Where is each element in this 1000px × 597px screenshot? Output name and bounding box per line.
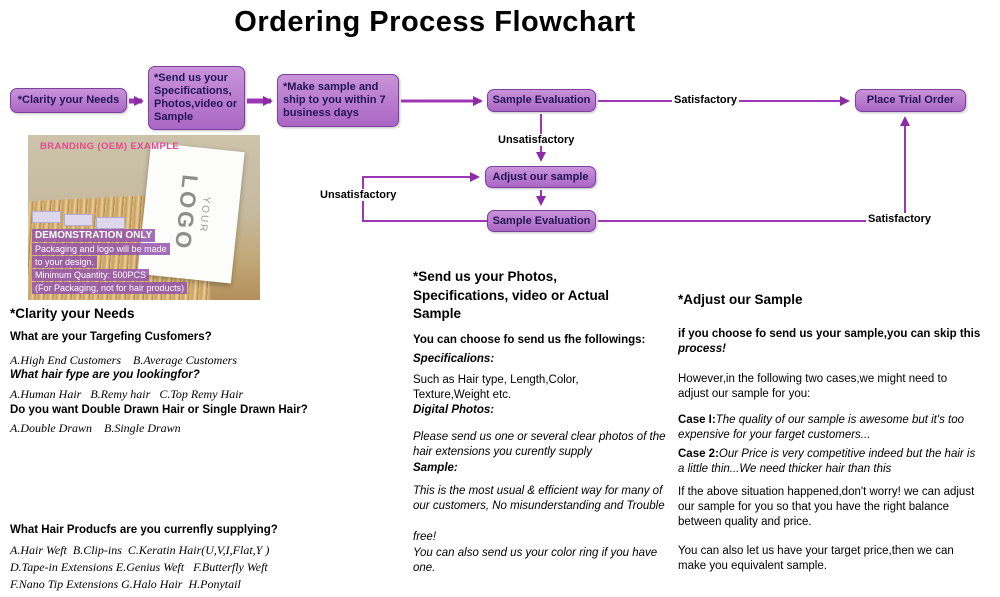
caption-line: Minimum Quantity: 500PCS <box>32 269 150 281</box>
adjust-case1-text: The quality of our sample is awesome but… <box>678 414 968 441</box>
clarity-answer-2: A.Human Hair B.Remy hair C.Top Remy Hair <box>10 387 244 401</box>
edge-label-satisfactory-bottom: Satisfactory <box>866 213 933 225</box>
clarity-question-3: Do you want Double Drawn Hair or Single … <box>10 404 308 416</box>
adjust-skip-text: if you choose fo send us your sample,you… <box>678 327 1000 357</box>
adjust-case2: Case 2:Our Price is very competitive ind… <box>678 447 980 477</box>
clarity-answer-4-line2: D.Tape-in Extensions E.Genius Weft F.But… <box>10 560 268 574</box>
adjust-case2-label: Case 2: <box>678 448 719 460</box>
caption-line: (For Packaging, not for hair products) <box>32 282 188 294</box>
send-specifications-label: Specificalions: <box>413 353 495 365</box>
tape-in-tab <box>64 214 93 226</box>
edge-label-satisfactory-top: Satisfactory <box>672 94 739 106</box>
flow-node-adjust-sample: Adjust our sample <box>485 166 596 188</box>
flow-node-sample-evaluation-2: Sample Evaluation <box>487 210 596 232</box>
send-sample-note: free! <box>413 531 437 543</box>
send-digital-photos-text: Please send us one or several clear phot… <box>413 431 669 458</box>
adjust-however-text: However,in the following two cases,we mi… <box>678 373 951 400</box>
adjust-case1: Case I:The quality of our sample is awes… <box>678 413 980 443</box>
adjust-section-heading: *Adjust our Sample <box>678 292 803 307</box>
adjust-skip-part1: if you choose fo send us your sample,you… <box>678 328 984 340</box>
flow-node-make-sample: *Make sample and ship to you within 7 bu… <box>277 74 399 127</box>
line-eval2-to-place-order <box>598 116 910 222</box>
branding-oem-label: BRANDING (OEM) EXAMPLE <box>40 141 180 152</box>
adjust-case1-label: Case I: <box>678 414 716 426</box>
branding-example-image: YOUR LOGO BRANDING (OEM) EXAMPLE DEMONST… <box>28 135 260 300</box>
send-digital-photos-label: Digital Photos: <box>413 404 495 416</box>
edge-label-unsatisfactory-mid: Unsatisfactory <box>496 134 577 146</box>
adjust-outro2: You can also let us have your target pri… <box>678 545 957 572</box>
clarity-question-2: What hair fype are you lookingfor? <box>10 369 200 381</box>
send-section-heading: *Send us your Photos, Specifications, vi… <box>413 269 613 321</box>
tape-in-tab <box>96 217 125 229</box>
clarity-question-1: What are your Targefing Cusfomers? <box>10 331 212 343</box>
flow-node-place-trial-order: Place Trial Order <box>855 89 966 112</box>
clarity-section-heading: *Clarity your Needs <box>10 306 135 321</box>
send-sample-label: Sample: <box>413 462 458 474</box>
send-sample-text: This is the most usual & efficient way f… <box>413 485 666 512</box>
edge-label-unsatisfactory-left: Unsatisfactory <box>318 189 399 201</box>
promo-caption: DEMONSTRATION ONLY Packaging and logo wi… <box>32 229 188 295</box>
flow-node-clarity: *Clarity your Needs <box>10 88 127 113</box>
send-color-ring-text: You can also send us your color ring if … <box>413 547 661 574</box>
clarity-question-4: What Hair Producfs are you currenfly sup… <box>10 524 278 536</box>
caption-line: to your design. <box>32 256 98 268</box>
clarity-answer-1: A.High End Customers B.Average Customers <box>10 353 237 367</box>
flow-node-send: *Send us your Specifications, Photos,vid… <box>148 66 245 130</box>
flow-node-sample-evaluation-1: Sample Evaluation <box>487 89 596 112</box>
clarity-answer-4-line3: F.Nano Tip Extensions G.Halo Hair H.Pony… <box>10 577 241 591</box>
tape-in-tab <box>32 211 61 223</box>
send-intro: You can choose fo send us fhe followings… <box>413 334 646 346</box>
clarity-answer-3: A.Double Drawn B.Single Drawn <box>10 421 181 435</box>
send-specifications-text: Such as Hair type, Length,Color, Texture… <box>413 374 582 401</box>
adjust-case2-text: Our Price is very competitive indeed but… <box>678 448 979 475</box>
adjust-outro1: If the above situation happened,don't wo… <box>678 486 978 528</box>
caption-line: Packaging and logo will be made <box>32 243 170 255</box>
caption-line: DEMONSTRATION ONLY <box>32 229 156 242</box>
clarity-answer-4-line1: A.Hair Weft B.Clip-ins C.Keratin Hair(U,… <box>10 543 270 557</box>
adjust-skip-part2: process! <box>678 343 726 355</box>
page-title: Ordering Process Flowchart <box>234 6 636 38</box>
